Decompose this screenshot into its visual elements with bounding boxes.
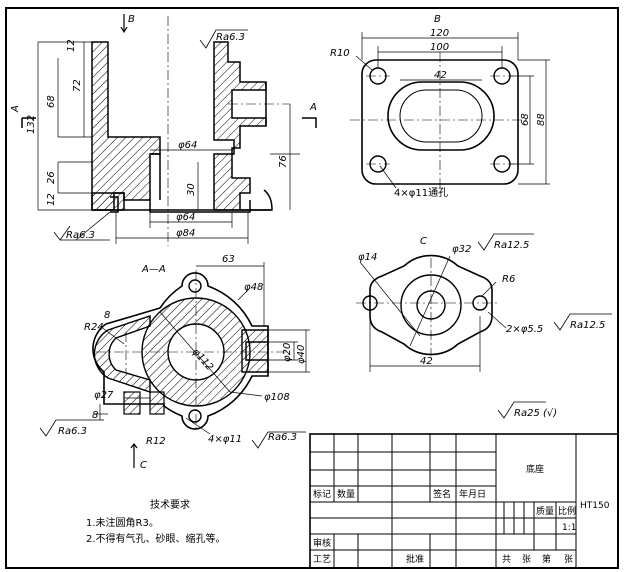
dim-front-phi64-top: φ64 — [178, 140, 197, 151]
tech-req-item-1: 1.未注圆角R3。 — [86, 516, 159, 529]
dim-front-132: 132 — [26, 115, 37, 134]
dim-front-12-bot: 12 — [46, 193, 57, 206]
ra-c-hole: Ra12.5 — [570, 320, 605, 331]
title-ratio: 1:1 — [562, 523, 576, 533]
view-b-label: B — [434, 14, 441, 25]
front-left-wall — [91, 41, 161, 211]
view-c-label: C — [420, 236, 427, 247]
title-sheet-unit2: 张 — [564, 554, 573, 565]
section-aa-boss2 — [149, 391, 165, 415]
ra-front-left: Ra6.3 — [66, 230, 95, 241]
ra-front-top: Ra6.3 — [216, 32, 245, 43]
front-right-wall — [213, 41, 267, 211]
dim-b-68: 68 — [520, 113, 531, 126]
front-base-left — [91, 192, 125, 211]
section-aa: A—A — [39, 254, 310, 471]
title-qty: 数量 — [337, 488, 355, 500]
dim-front-phi64-bot: φ64 — [176, 212, 195, 223]
dim-aa-phi27: φ27 — [94, 390, 114, 401]
title-date: 年月日 — [459, 488, 486, 500]
dim-aa-r12: R12 — [146, 436, 166, 447]
dim-front-72: 72 — [72, 79, 83, 92]
dim-aa-phi48: φ48 — [244, 282, 263, 293]
title-sheets: 共 — [502, 554, 511, 565]
section-aa-label: A—A — [141, 264, 166, 275]
cut-c-label: C — [140, 460, 147, 471]
dim-b-120: 120 — [430, 28, 449, 39]
tech-req-title: 技术要求 — [150, 498, 190, 511]
title-mass: 质量 — [536, 505, 554, 517]
dim-aa-63: 63 — [222, 254, 235, 265]
title-approve: 批准 — [406, 553, 424, 565]
dim-front-phi84: φ84 — [176, 228, 195, 239]
title-part-name: 底座 — [526, 463, 544, 475]
dim-aa-phi40: φ40 — [296, 345, 307, 364]
dim-front-76: 76 — [278, 155, 289, 168]
title-ratio-label: 比例 — [558, 505, 576, 517]
dim-b-100: 100 — [430, 42, 449, 53]
title-sign: 签名 — [433, 488, 451, 500]
section-aa-boss — [123, 391, 141, 415]
cut-a-right: A — [309, 102, 317, 113]
dim-b-holes: 4×φ11通孔 — [394, 187, 448, 199]
dim-c-phi32: φ32 — [452, 244, 471, 255]
cut-a-left: A — [10, 105, 21, 113]
title-block — [309, 433, 619, 569]
dim-b-r10: R10 — [330, 48, 350, 59]
ra-aa-hole: Ra6.3 — [268, 432, 297, 443]
ra-aa-left: Ra6.3 — [58, 426, 87, 437]
dim-front-26: 26 — [46, 171, 57, 184]
dim-c-42: 42 — [420, 356, 433, 367]
title-material: HT150 — [580, 501, 610, 511]
tech-req-item-2: 2.不得有气孔、砂眼、缩孔等。 — [86, 532, 226, 545]
title-mark: 标记 — [313, 488, 331, 500]
dim-c-r6: R6 — [502, 274, 515, 285]
cut-b-label: B — [128, 14, 135, 25]
general-roughness: Ra25 (√) — [514, 408, 557, 419]
title-sheet-no: 第 — [542, 553, 551, 565]
view-c: C φ14 φ32 Ra12.5 R6 2×φ5.5 Ra12.5 42 — [356, 233, 612, 372]
front-view: A A B 12 72 68 132 — [10, 14, 317, 246]
section-aa-port — [241, 329, 269, 373]
dim-c-holes: 2×φ5.5 — [506, 324, 543, 335]
dim-aa-phi20: φ20 — [282, 343, 293, 362]
dim-aa-8a: 8 — [104, 310, 110, 321]
dim-aa-8b: 8 — [92, 410, 98, 421]
dim-aa-phi108: φ108 — [264, 392, 290, 403]
dim-aa-r24: R24 — [84, 322, 104, 333]
dim-front-30: 30 — [186, 183, 197, 196]
view-b: B — [330, 14, 550, 199]
dim-c-phi14: φ14 — [358, 252, 377, 263]
dim-aa-phi112: φ112 — [190, 347, 215, 373]
dim-b-88: 88 — [536, 113, 547, 126]
ra-c-top: Ra12.5 — [494, 240, 529, 251]
dim-aa-holes: 4×φ11 — [208, 434, 242, 445]
title-review: 审核 — [313, 537, 331, 549]
dim-b-42: 42 — [434, 70, 447, 81]
dim-front-12-top: 12 — [66, 39, 77, 52]
title-process: 工艺 — [313, 554, 331, 565]
title-sheet-unit: 张 — [522, 554, 531, 565]
dim-front-68: 68 — [46, 95, 57, 108]
